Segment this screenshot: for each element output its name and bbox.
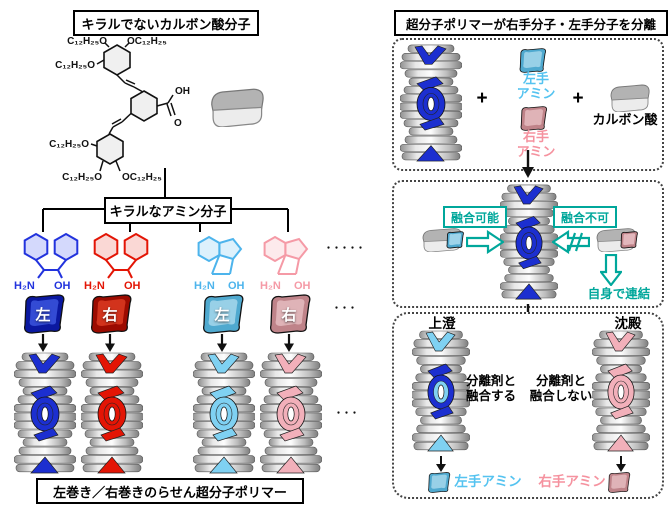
h2n-label: H₂N bbox=[260, 280, 281, 292]
arrow-down-icon bbox=[436, 456, 446, 472]
left-amine-wedge-icon bbox=[426, 472, 451, 493]
right-panel-title: 超分子ポリマーが右手分子・左手分子を分離 bbox=[394, 10, 668, 36]
carboxylic-acid-block-icon bbox=[205, 85, 267, 127]
teal-arrow-down-icon bbox=[600, 254, 622, 286]
left-hand-wedge-icon: 左 bbox=[199, 294, 245, 334]
wedge-tag: 右 bbox=[281, 306, 297, 324]
oh-label: OH bbox=[124, 280, 141, 292]
chem-label: C₁₂H₂₅O bbox=[49, 139, 89, 150]
amine-molecule-red: H₂N OH bbox=[84, 232, 149, 292]
chem-label-oh: OH bbox=[175, 86, 190, 97]
chem-label: C₁₂H₂₅O bbox=[55, 60, 95, 71]
chem-label: OC₁₂H₂₅ bbox=[127, 36, 167, 47]
wedge-tag: 左 bbox=[35, 306, 51, 324]
supernatant-label: 上澄 bbox=[428, 316, 456, 331]
right-amine-wedge-icon bbox=[518, 106, 548, 131]
oh-label: OH bbox=[294, 280, 311, 292]
left-panel-caption: 左巻き／右巻きのらせん超分子ポリマー bbox=[36, 478, 304, 504]
helix-polymer-lightblue bbox=[193, 352, 255, 476]
helix-polymer-fused bbox=[412, 330, 470, 454]
chem-label: C₁₂H₂₅O bbox=[67, 36, 107, 47]
acid-label: カルボン酸 bbox=[592, 112, 658, 127]
right-hand-wedge-icon: 右 bbox=[266, 294, 312, 334]
right-amine-label: 右手 アミン bbox=[516, 129, 556, 160]
no-fuse-with-separator-label: 分離剤と 融合しない bbox=[529, 374, 593, 403]
chem-label: C₁₂H₂₅O bbox=[62, 172, 102, 183]
arrow-down-icon bbox=[105, 334, 115, 352]
helix-polymer-unfused bbox=[592, 330, 650, 454]
helix-polymer-separator bbox=[400, 44, 462, 164]
amine-molecule-blue: H₂N OH bbox=[14, 232, 79, 292]
fusion-impossible-tag: 融合不可 bbox=[553, 206, 617, 228]
arrow-down-icon bbox=[284, 334, 294, 352]
plus-sign: + bbox=[572, 88, 584, 109]
h2n-label: H₂N bbox=[194, 280, 215, 292]
h2n-label: H₂N bbox=[84, 280, 105, 292]
teal-arrow-right-icon bbox=[466, 230, 504, 254]
fuses-with-separator-label: 分離剤と 融合する bbox=[465, 374, 516, 403]
chem-label-o: O bbox=[174, 118, 182, 129]
left-hand-wedge-icon: 左 bbox=[20, 294, 66, 334]
right-amine-wedge-icon bbox=[606, 472, 631, 493]
h2n-label: H₂N bbox=[14, 280, 35, 292]
fusion-possible-tag: 融合可能 bbox=[443, 206, 507, 228]
right-amine-result-label: 右手アミン bbox=[538, 474, 606, 489]
acid-with-left-amine-icon bbox=[418, 226, 464, 252]
carboxylic-acid-structure: C₁₂H₂₅O OC₁₂H₂₅ C₁₂H₂₅O C₁₂H₂₅O C₁₂H₂₅O … bbox=[49, 36, 190, 198]
left-panel-title: キラルでないカルボン酸分子 bbox=[73, 10, 259, 36]
arrow-down-icon bbox=[522, 150, 534, 178]
amine-molecule-lightblue: H₂N OH bbox=[194, 235, 245, 292]
self-link-label: 自身で連結 bbox=[587, 287, 651, 301]
helix-polymer-separator bbox=[500, 184, 558, 302]
amine-title: キラルなアミン分子 bbox=[104, 197, 232, 224]
arrow-down-icon bbox=[616, 456, 626, 472]
ellipsis-dots: ・・・ bbox=[331, 303, 357, 313]
helix-polymer-blue bbox=[14, 352, 76, 476]
left-amine-label: 左手 アミン bbox=[516, 71, 556, 102]
left-amine-result-label: 左手アミン bbox=[454, 474, 522, 489]
oh-label: OH bbox=[54, 280, 71, 292]
acid-with-right-amine-icon bbox=[592, 226, 638, 252]
oh-label: OH bbox=[228, 280, 245, 292]
ellipsis-dots: ・・・・・ bbox=[323, 243, 365, 253]
wedge-tag: 右 bbox=[102, 306, 118, 324]
right-hand-wedge-icon: 右 bbox=[87, 294, 133, 334]
carboxylic-acid-block-icon bbox=[606, 82, 652, 112]
helix-polymer-pink bbox=[260, 352, 322, 476]
helix-polymer-red bbox=[81, 352, 143, 476]
amine-molecule-pink: H₂N OH bbox=[260, 235, 311, 292]
ellipsis-dots: ・・・ bbox=[333, 408, 359, 418]
arrow-down-icon bbox=[38, 334, 48, 352]
wedge-tag: 左 bbox=[214, 306, 230, 324]
plus-sign: + bbox=[476, 88, 488, 109]
left-amine-wedge-icon bbox=[517, 48, 547, 73]
precipitate-label: 沈殿 bbox=[614, 316, 642, 331]
chem-label: OC₁₂H₂₅ bbox=[122, 172, 162, 183]
teal-arrow-left-blocked-icon bbox=[552, 230, 590, 254]
arrow-down-icon bbox=[217, 334, 227, 352]
